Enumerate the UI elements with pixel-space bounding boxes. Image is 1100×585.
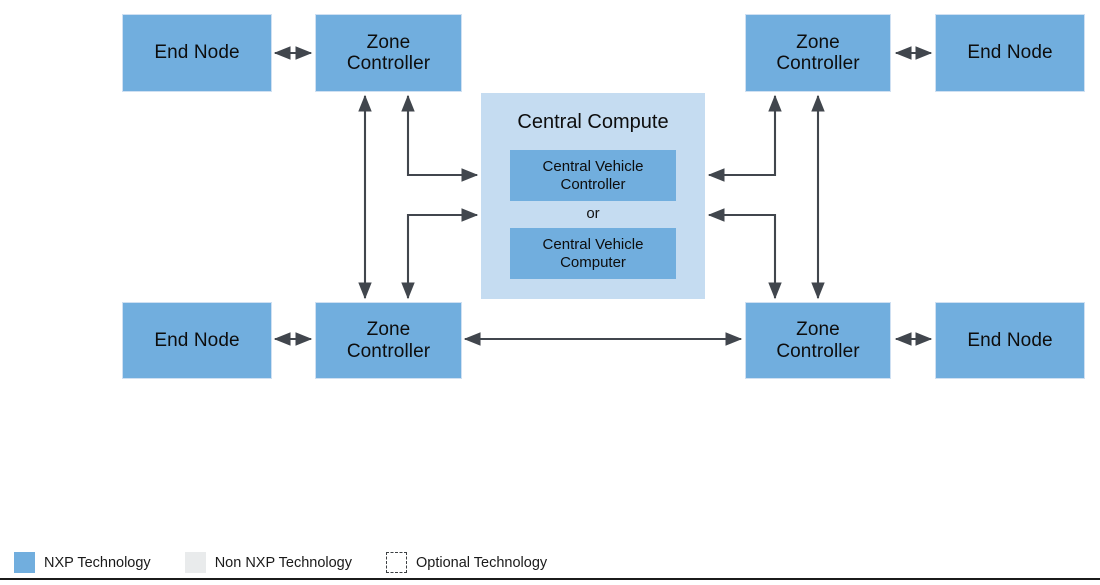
- end-node-bottom-left-label: End Node: [154, 329, 240, 351]
- zone-controller-top-right-label: Zone Controller: [776, 31, 860, 74]
- central-vehicle-computer-box[interactable]: Central Vehicle Computer: [510, 228, 676, 279]
- central-vehicle-computer-label: Central Vehicle Computer: [542, 235, 644, 271]
- legend-item-optional: Optional Technology: [386, 552, 547, 573]
- arrow-zone-bottom-right-to-central: [707, 208, 782, 300]
- legend: NXP Technology Non NXP Technology Option…: [14, 552, 581, 573]
- legend-swatch-non-nxp-icon: [184, 552, 206, 573]
- central-vehicle-controller-label: Central Vehicle Controller: [542, 157, 644, 193]
- end-node-bottom-left[interactable]: End Node: [122, 302, 272, 379]
- central-compute-panel[interactable]: Central Compute Central Vehicle Controll…: [481, 93, 705, 299]
- legend-swatch-nxp-icon: [14, 552, 35, 573]
- central-vehicle-controller-box[interactable]: Central Vehicle Controller: [510, 150, 676, 201]
- zone-controller-top-left[interactable]: Zone Controller: [315, 14, 462, 92]
- legend-label-optional: Optional Technology: [416, 554, 548, 571]
- end-node-top-right-label: End Node: [967, 42, 1053, 64]
- zone-controller-top-right[interactable]: Zone Controller: [745, 14, 891, 92]
- legend-label-non-nxp: Non NXP Technology: [214, 554, 352, 571]
- legend-label-nxp: NXP Technology: [44, 554, 151, 571]
- end-node-bottom-right[interactable]: End Node: [935, 302, 1085, 379]
- legend-item-nxp: NXP Technology: [14, 552, 151, 573]
- zone-controller-bottom-left-label: Zone Controller: [346, 319, 431, 362]
- arrow-zone-bottom-left-to-central: [401, 208, 479, 300]
- end-node-top-right[interactable]: End Node: [935, 14, 1085, 92]
- end-node-top-left[interactable]: End Node: [122, 14, 272, 92]
- zone-controller-bottom-right-label: Zone Controller: [776, 319, 860, 362]
- arrow-zone-top-right-to-central: [707, 94, 782, 182]
- legend-swatch-optional-icon: [386, 552, 407, 573]
- end-node-top-left-label: End Node: [154, 42, 240, 64]
- footer-divider: [0, 578, 1100, 580]
- zone-controller-bottom-left[interactable]: Zone Controller: [315, 302, 462, 379]
- central-compute-title: Central Compute: [517, 111, 669, 133]
- central-compute-separator: or: [586, 205, 600, 222]
- legend-item-non-nxp: Non NXP Technology: [184, 552, 352, 573]
- zone-controller-top-left-label: Zone Controller: [346, 31, 431, 74]
- zone-controller-bottom-right[interactable]: Zone Controller: [745, 302, 891, 379]
- arrow-zone-top-left-to-central: [401, 94, 479, 182]
- end-node-bottom-right-label: End Node: [967, 329, 1053, 351]
